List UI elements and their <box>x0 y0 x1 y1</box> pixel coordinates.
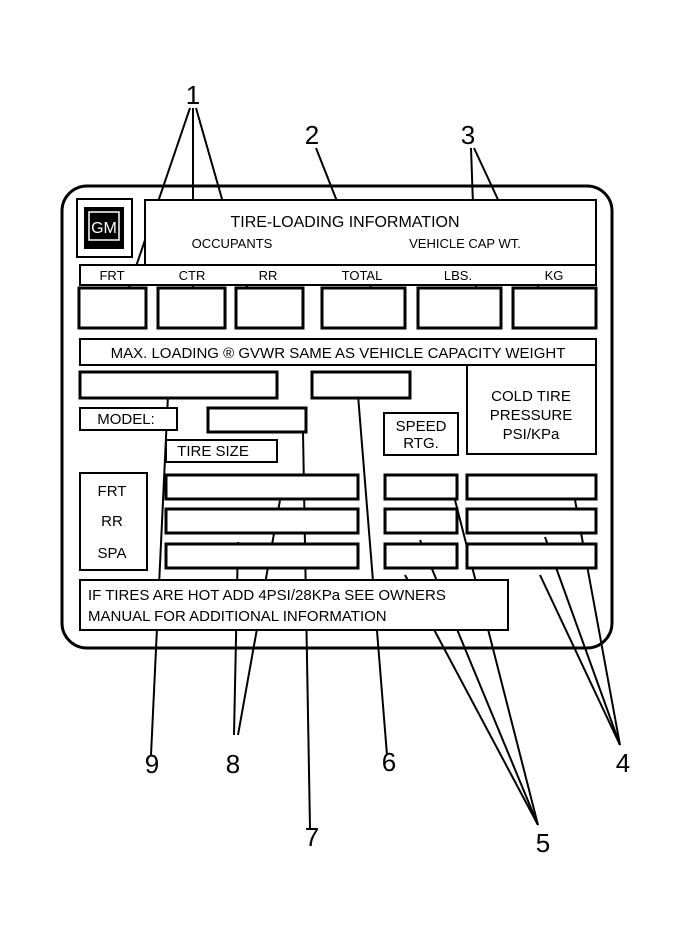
leader-4c <box>574 499 621 746</box>
model-value-box <box>206 406 308 434</box>
gm-logo: GM <box>76 198 133 258</box>
row-rr-label: RR <box>101 513 123 530</box>
leader-6 <box>357 394 388 756</box>
spa-speed-box <box>383 542 459 570</box>
col-frt: FRT <box>99 268 124 283</box>
callout-6: 6 <box>382 747 396 777</box>
model-label-box <box>79 407 178 431</box>
tire-size-box <box>165 439 278 463</box>
rr-pressure-box <box>465 507 598 535</box>
callout-8: 8 <box>226 749 240 779</box>
row-frt-label: FRT <box>98 483 127 500</box>
model-label: MODEL: <box>97 411 155 428</box>
note-line-2: MANUAL FOR ADDITIONAL INFORMATION <box>88 608 387 625</box>
leader-8a <box>233 541 239 736</box>
tire-size-label: TIRE SIZE <box>177 443 249 460</box>
gvwr-lbs-box <box>78 370 279 400</box>
spa-tire-size-box <box>164 542 360 570</box>
col-total: TOTAL <box>342 268 383 283</box>
spa-pressure-box <box>465 542 598 570</box>
note-line-1: IF TIRES ARE HOT ADD 4PSI/28KPa SEE OWNE… <box>88 587 446 604</box>
gm-logo-text: GM <box>91 220 117 237</box>
gvwr-kg-box <box>310 370 412 400</box>
rtg-text: RTG. <box>403 435 439 452</box>
callout-numbers: 1 2 3 4 5 6 7 8 9 <box>145 80 630 858</box>
col-rr: RR <box>259 268 278 283</box>
callout-5: 5 <box>536 828 550 858</box>
rr-occupant-box <box>234 286 305 330</box>
cold-tire-panel <box>466 364 597 455</box>
pressure-text: PRESSURE <box>490 407 573 424</box>
lbs-capacity-box <box>416 286 503 330</box>
tire-position-box <box>79 472 148 571</box>
vehicle-cap-heading: VEHICLE CAP WT. <box>409 236 521 251</box>
speed-rating-box <box>383 412 459 456</box>
callout-2: 2 <box>305 120 319 150</box>
frt-occupant-box <box>77 286 148 330</box>
label-title: TIRE-LOADING INFORMATION <box>230 214 459 231</box>
rr-speed-box <box>383 507 459 535</box>
callout-7: 7 <box>305 822 319 852</box>
callout-3: 3 <box>461 120 475 150</box>
col-kg: KG <box>545 268 564 283</box>
psi-kpa-text: PSI/KPa <box>503 426 560 443</box>
header-panel <box>144 199 597 266</box>
callout-9: 9 <box>145 749 159 779</box>
frt-speed-box <box>383 473 459 501</box>
callout-1: 1 <box>186 80 200 110</box>
label-outline <box>60 184 614 650</box>
col-lbs: LBS. <box>444 268 472 283</box>
occupants-heading: OCCUPANTS <box>192 236 273 251</box>
frt-pressure-box <box>465 473 598 501</box>
speed-text: SPEED <box>396 418 447 435</box>
ctr-occupant-box <box>156 286 227 330</box>
callout-4: 4 <box>616 748 630 778</box>
total-occupant-box <box>320 286 407 330</box>
max-loading-strip <box>79 338 597 366</box>
row-spa-label: SPA <box>98 545 127 562</box>
kg-capacity-box <box>511 286 598 330</box>
max-loading-text: MAX. LOADING ® GVWR SAME AS VEHICLE CAPA… <box>111 345 566 362</box>
column-heading-strip <box>79 264 597 286</box>
hot-tire-note-box <box>79 579 509 631</box>
leader-4a <box>539 574 621 746</box>
cold-tire-text: COLD TIRE <box>491 388 571 405</box>
frt-tire-size-box <box>164 473 360 501</box>
col-ctr: CTR <box>179 268 206 283</box>
leader-4b <box>544 536 621 746</box>
rr-tire-size-box <box>164 507 360 535</box>
